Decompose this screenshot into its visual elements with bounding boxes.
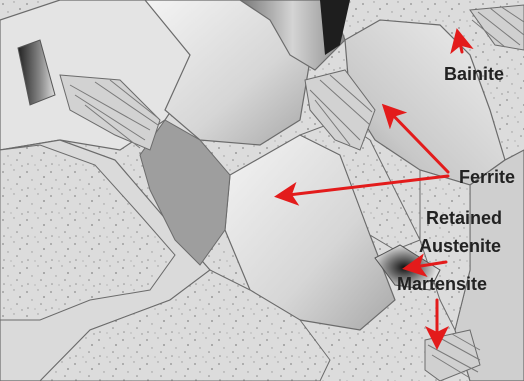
label-bainite: Bainite [444, 64, 504, 84]
label-austenite: Austenite [419, 236, 501, 256]
label-martensite: Martensite [397, 274, 487, 294]
label-retained: Retained [426, 208, 502, 228]
label-ferrite: Ferrite [459, 167, 515, 187]
